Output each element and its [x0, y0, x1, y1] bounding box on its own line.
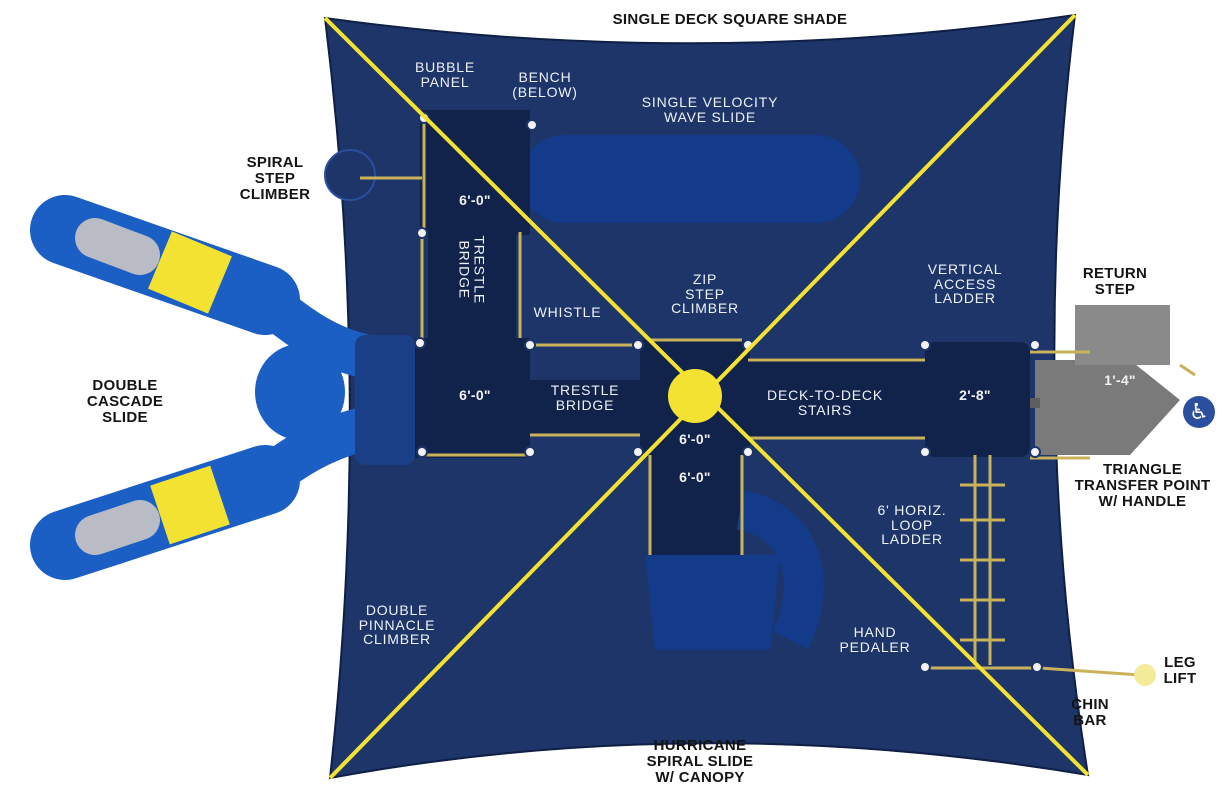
label-chin-bar: CHIN BAR: [1071, 696, 1109, 729]
hurricane-spiral-slide: [645, 490, 824, 650]
double-cascade-slide: [30, 195, 415, 580]
label-deck-to-deck-stairs: DECK-TO-DECK STAIRS: [767, 387, 883, 418]
dim-top-deck: 6'-0": [459, 192, 491, 208]
label-hand-pedaler: HAND PEDALER: [839, 624, 911, 655]
dim-right-deck: 2'-8": [959, 387, 991, 403]
page-title: SINGLE DECK SQUARE SHADE: [612, 11, 848, 28]
spiral-step-climber: [324, 149, 376, 201]
label-vertical-access-ladder: VERTICAL ACCESS LADDER: [927, 261, 1003, 307]
rails: [360, 115, 1196, 677]
label-return-step: RETURN STEP: [1082, 265, 1148, 298]
label-double-pinnacle-climber: DOUBLE PINNACLE CLIMBER: [358, 602, 436, 648]
center-post: [668, 369, 722, 423]
label-zip-step-climber: ZIP STEP CLIMBER: [671, 271, 739, 317]
label-bubble-panel: BUBBLE PANEL: [414, 59, 476, 90]
wheelchair-icon: ♿: [1183, 396, 1215, 428]
label-wave-slide: SINGLE VELOCITY WAVE SLIDE: [641, 94, 779, 125]
label-hurricane-slide: HURRICANE SPIRAL SLIDE W/ CANOPY: [646, 737, 754, 786]
wave-slide: [520, 135, 860, 223]
label-double-cascade-slide: DOUBLE CASCADE SLIDE: [86, 377, 164, 426]
dim-center-deck: 6'-0": [679, 431, 711, 447]
decks: [415, 110, 1030, 555]
triangle-transfer-point: [1035, 360, 1180, 455]
dim-left-deck: 6'-0": [459, 387, 491, 403]
label-trestle-bridge: TRESTLE BRIDGE: [550, 382, 620, 413]
label-leg-lift: LEG LIFT: [1163, 654, 1197, 687]
label-spiral-step-climber: SPIRAL STEP CLIMBER: [239, 154, 311, 203]
label-whistle: WHISTLE: [533, 304, 602, 320]
label-trestle-bridge-vertical: TRESTLE BRIDGE: [457, 235, 488, 304]
label-bench: BENCH (BELOW): [512, 69, 578, 100]
dim-lower-deck: 6'-0": [679, 469, 711, 485]
label-triangle-transfer: TRIANGLE TRANSFER POINT W/ HANDLE: [1074, 461, 1211, 510]
dim-transfer: 1'-4": [1104, 372, 1136, 388]
return-step: [1075, 305, 1170, 365]
label-horiz-loop-ladder: 6' HORIZ. LOOP LADDER: [877, 502, 947, 548]
leg-lift: [1134, 664, 1156, 686]
